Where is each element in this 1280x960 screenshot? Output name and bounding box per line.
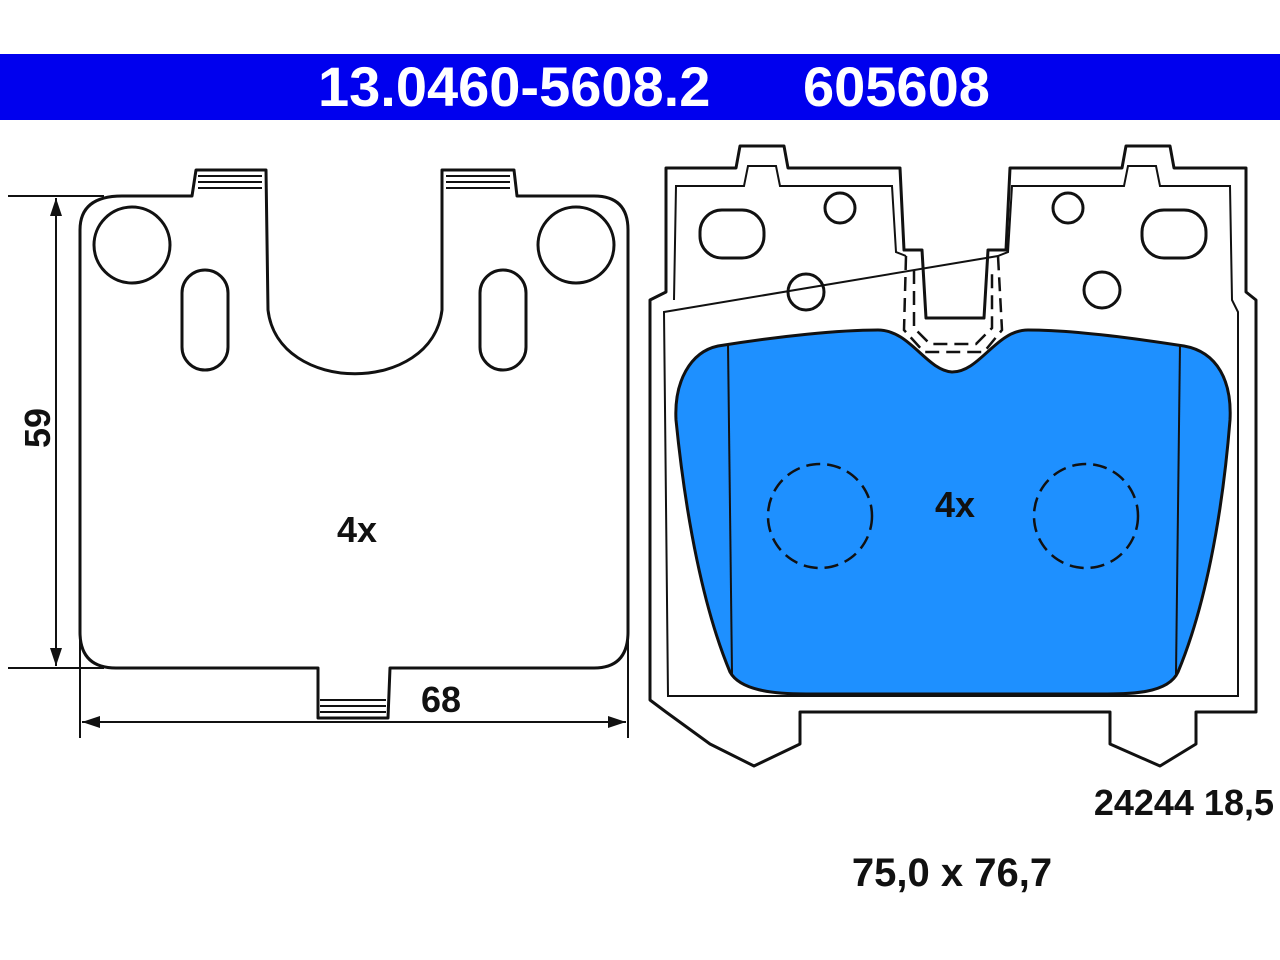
right-slot-right xyxy=(1140,208,1208,260)
title-bar: 13.0460-5608.2 605608 xyxy=(0,54,1280,120)
right-hole-1 xyxy=(823,191,857,225)
right-hole-3 xyxy=(1051,191,1085,225)
height-dimension: 59 xyxy=(8,195,104,669)
left-clip-top-right xyxy=(446,175,510,189)
alt-number: 605608 xyxy=(803,55,990,118)
right-hole-2 xyxy=(786,272,826,312)
height-arrow-top xyxy=(50,198,62,216)
left-clip-bottom xyxy=(320,699,386,713)
right-pad-outline xyxy=(648,144,1258,768)
height-arrow-bottom xyxy=(50,648,62,666)
height-label: 59 xyxy=(17,408,58,448)
friction-material xyxy=(674,328,1232,696)
friction-chamfer-right xyxy=(1175,343,1181,675)
right-slot-left xyxy=(698,208,766,260)
left-slot-right xyxy=(478,268,528,372)
piston-mark-right xyxy=(1032,462,1140,570)
width-dimension: 68 xyxy=(79,640,629,738)
left-clip-top-left xyxy=(198,175,262,189)
pad-dimensions: 75,0 x 76,7 xyxy=(852,851,1052,895)
right-hole-4 xyxy=(1082,270,1122,310)
left-pad-outline xyxy=(78,168,630,720)
right-pad: 4x xyxy=(648,144,1258,768)
right-pad-quantity: 4x xyxy=(935,484,975,525)
left-pad-quantity: 4x xyxy=(337,509,377,550)
left-slot-left xyxy=(180,268,230,372)
right-pad-notch-dashed-inner xyxy=(912,270,994,346)
width-label: 68 xyxy=(421,679,461,720)
right-pad-inner-contour xyxy=(662,165,1239,697)
width-arrow-right xyxy=(608,716,626,728)
piston-mark-left xyxy=(766,462,874,570)
part-number: 13.0460-5608.2 xyxy=(318,55,711,118)
left-pad: 4x xyxy=(78,168,630,720)
left-hole-right xyxy=(536,205,616,285)
width-arrow-left xyxy=(82,716,100,728)
left-hole-left xyxy=(92,205,172,285)
code-thickness: 24244 18,5 xyxy=(1094,782,1274,823)
right-pad-notch-dashed xyxy=(902,255,1004,354)
friction-chamfer-left xyxy=(727,343,733,675)
